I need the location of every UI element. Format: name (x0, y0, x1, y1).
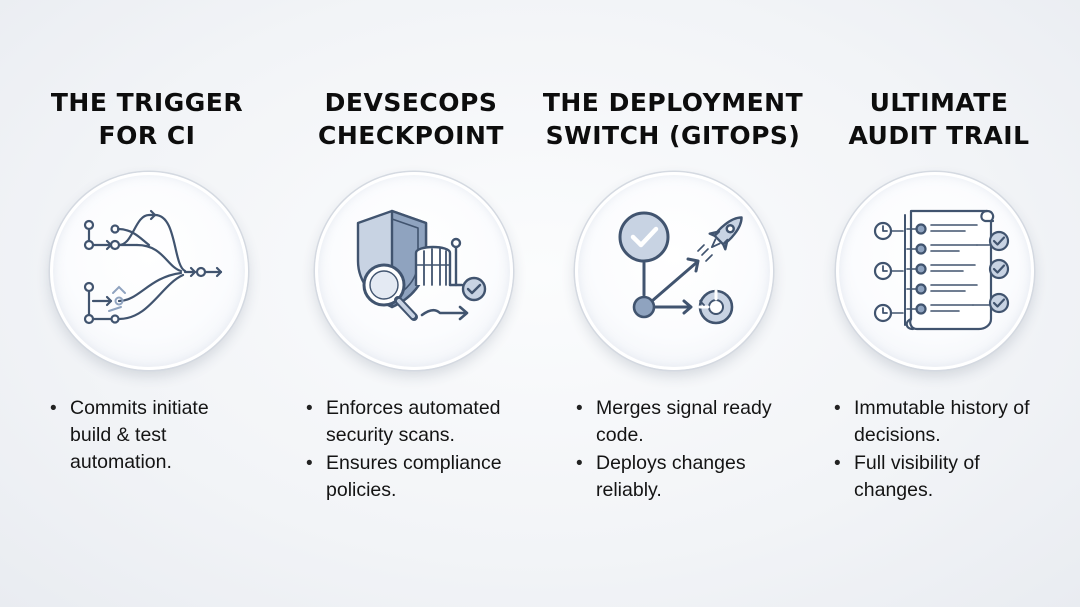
bullet-item: Enforces automated security scans. (306, 395, 536, 449)
shield-magnifier-gate-icon (356, 209, 487, 321)
icon-circle (836, 172, 1034, 370)
bullet-list: Merges signal ready code. Deploys change… (576, 395, 796, 505)
icon-circle (50, 172, 248, 370)
checkmark-rocket-sync-icon (618, 211, 743, 325)
bullet-item: Ensures compliance policies. (306, 450, 536, 504)
branching-pipeline-icon (83, 209, 223, 325)
title-line-2: CHECKPOINT (318, 121, 504, 150)
column-ci-trigger: THE TRIGGER FOR CI (12, 0, 282, 607)
title-line-2: SWITCH (GITOPS) (545, 121, 801, 150)
column-title: THE DEPLOYMENT SWITCH (GITOPS) (538, 86, 808, 152)
column-title: THE TRIGGER FOR CI (12, 86, 282, 152)
icon-circle (575, 172, 773, 370)
title-line-1: THE DEPLOYMENT (542, 88, 804, 117)
bullet-list: Enforces automated security scans. Ensur… (306, 395, 536, 505)
title-line-1: ULTIMATE (869, 88, 1009, 117)
bullet-item: Full visibility of changes. (834, 450, 1054, 504)
column-devsecops: DEVSECOPS CHECKPOINT (276, 0, 546, 607)
column-gitops: THE DEPLOYMENT SWITCH (GITOPS) (538, 0, 808, 607)
bullet-item: Merges signal ready code. (576, 395, 796, 449)
title-line-1: DEVSECOPS (324, 88, 498, 117)
title-line-1: THE TRIGGER (50, 88, 244, 117)
column-title: ULTIMATE AUDIT TRAIL (804, 86, 1074, 152)
icon-circle (315, 172, 513, 370)
bullet-list: Immutable history of decisions. Full vis… (834, 395, 1054, 505)
column-audit-trail: ULTIMATE AUDIT TRAIL (804, 0, 1074, 607)
column-title: DEVSECOPS CHECKPOINT (276, 86, 546, 152)
bullet-item: Commits initiate build & test automation… (50, 395, 250, 476)
bullet-item: Deploys changes reliably. (576, 450, 796, 504)
bullet-list: Commits initiate build & test automation… (50, 395, 250, 477)
title-line-2: AUDIT TRAIL (848, 121, 1030, 150)
bullet-item: Immutable history of decisions. (834, 395, 1054, 449)
timeline-scroll-icon (873, 209, 1010, 331)
title-line-2: FOR CI (98, 121, 196, 150)
